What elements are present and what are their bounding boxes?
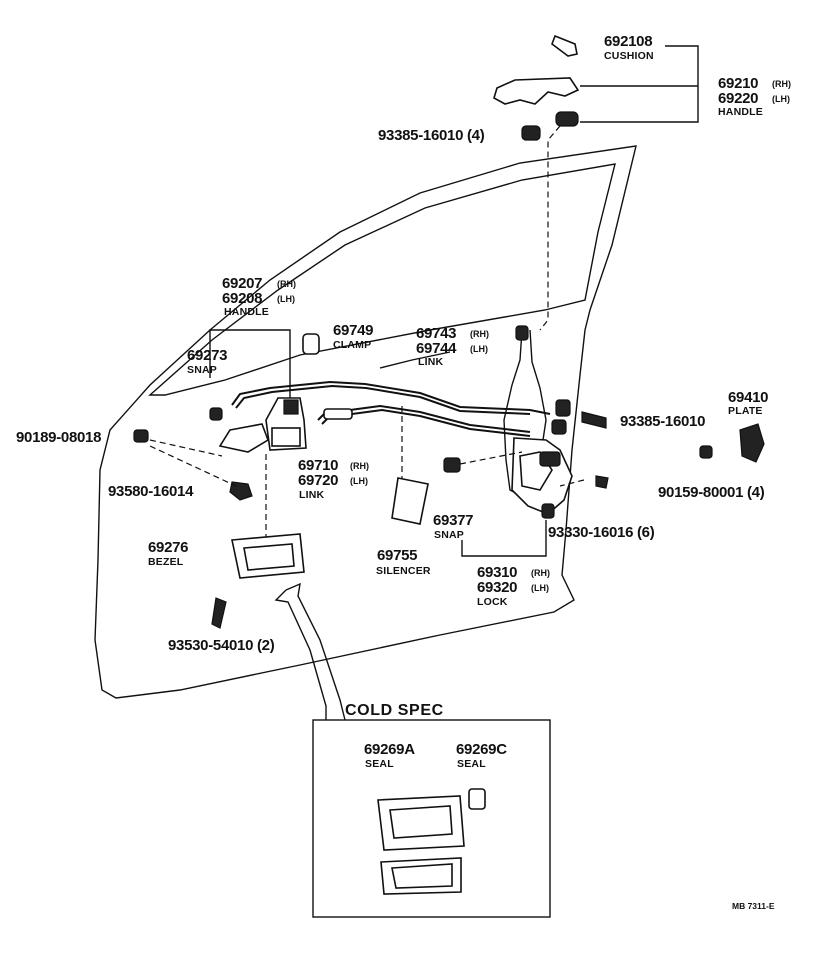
label-69720: 69720 (298, 472, 339, 489)
label-plate: PLATE (728, 405, 763, 417)
screw-93330-part (595, 475, 609, 489)
label-69220-side: (LH) (772, 94, 790, 104)
label-69276: 69276 (148, 539, 189, 556)
label-link-upper: LINK (418, 356, 444, 368)
label-69310-side: (RH) (531, 568, 550, 578)
label-69207-side: (RH) (277, 279, 296, 289)
plate-69410-part (739, 423, 765, 463)
label-90159: 90159-80001 (4) (658, 484, 765, 501)
label-69743-side: (RH) (470, 329, 489, 339)
label-handle-outer: HANDLE (718, 106, 763, 118)
label-69320: 69320 (477, 579, 518, 596)
label-69749: 69749 (333, 322, 374, 339)
label-69744: 69744 (416, 340, 457, 357)
handle-clip-part (555, 111, 579, 127)
snap-69273-part (209, 407, 223, 421)
label-69410: 69410 (728, 389, 769, 406)
door-frame (94, 145, 637, 699)
label-69710-side: (RH) (350, 461, 369, 471)
cushion-part (551, 34, 578, 57)
label-69220: 69220 (718, 90, 759, 107)
label-93385-b: 93385-16010 (620, 413, 706, 430)
label-handle-inner: HANDLE (224, 306, 269, 318)
silencer-69755-part (391, 477, 429, 525)
label-69269a: 69269A (364, 741, 415, 758)
label-69743: 69743 (416, 325, 457, 342)
label-clamp: CLAMP (333, 339, 372, 351)
label-69210: 69210 (718, 75, 759, 92)
label-90189: 90189-08018 (16, 429, 102, 446)
label-bezel: BEZEL (148, 556, 184, 568)
link-spring-part (323, 408, 353, 420)
label-silencer: SILENCER (376, 565, 431, 577)
label-93385-4: 93385-16010 (4) (378, 127, 485, 144)
label-seal-c: SEAL (457, 758, 486, 770)
screw-93530-part (211, 597, 227, 629)
inner-handle-group (133, 329, 451, 540)
label-93330: 93330-16016 (6) (548, 524, 655, 541)
label-69744-side: (LH) (470, 344, 488, 354)
lock-assembly (443, 325, 765, 557)
label-93530: 93530-54010 (2) (168, 637, 275, 654)
bezel-group (211, 477, 429, 629)
cold-spec-title: COLD SPEC (345, 702, 444, 719)
label-69208: 69208 (222, 290, 263, 307)
label-69320-side: (LH) (531, 583, 549, 593)
label-69710: 69710 (298, 457, 339, 474)
label-69310: 69310 (477, 564, 518, 581)
label-snap-upper: SNAP (187, 364, 217, 376)
label-cushion: CUSHION (604, 50, 654, 62)
label-93580: 93580-16014 (108, 483, 194, 500)
label-69755: 69755 (377, 547, 418, 564)
label-69720-side: (LH) (350, 476, 368, 486)
label-snap-lower: SNAP (434, 529, 464, 541)
label-link-lower: LINK (299, 489, 325, 501)
label-69208-side: (LH) (277, 294, 295, 304)
label-69377: 69377 (433, 512, 474, 529)
label-69273: 69273 (187, 347, 228, 364)
label-69207: 69207 (222, 275, 263, 292)
outer-handle-part (493, 77, 580, 105)
seal-69269c-part (468, 788, 486, 810)
label-692108: 692108 (604, 33, 653, 50)
diagram-reference: MB 7311-E (732, 901, 775, 911)
screw-90159-part (699, 445, 713, 459)
cold-spec-callout (274, 582, 551, 918)
snap-69377-part (443, 457, 461, 473)
outer-handle-group (493, 34, 699, 331)
screw-90189-part (133, 429, 149, 443)
screw-93580-part (229, 481, 253, 501)
label-lock: LOCK (477, 596, 508, 608)
label-seal-a: SEAL (365, 758, 394, 770)
screw-93385-b-part (581, 411, 607, 429)
screw-93385-part (521, 125, 541, 141)
clamp-69749-part (302, 333, 320, 355)
label-69210-side: (RH) (772, 79, 791, 89)
label-69269c: 69269C (456, 741, 507, 758)
